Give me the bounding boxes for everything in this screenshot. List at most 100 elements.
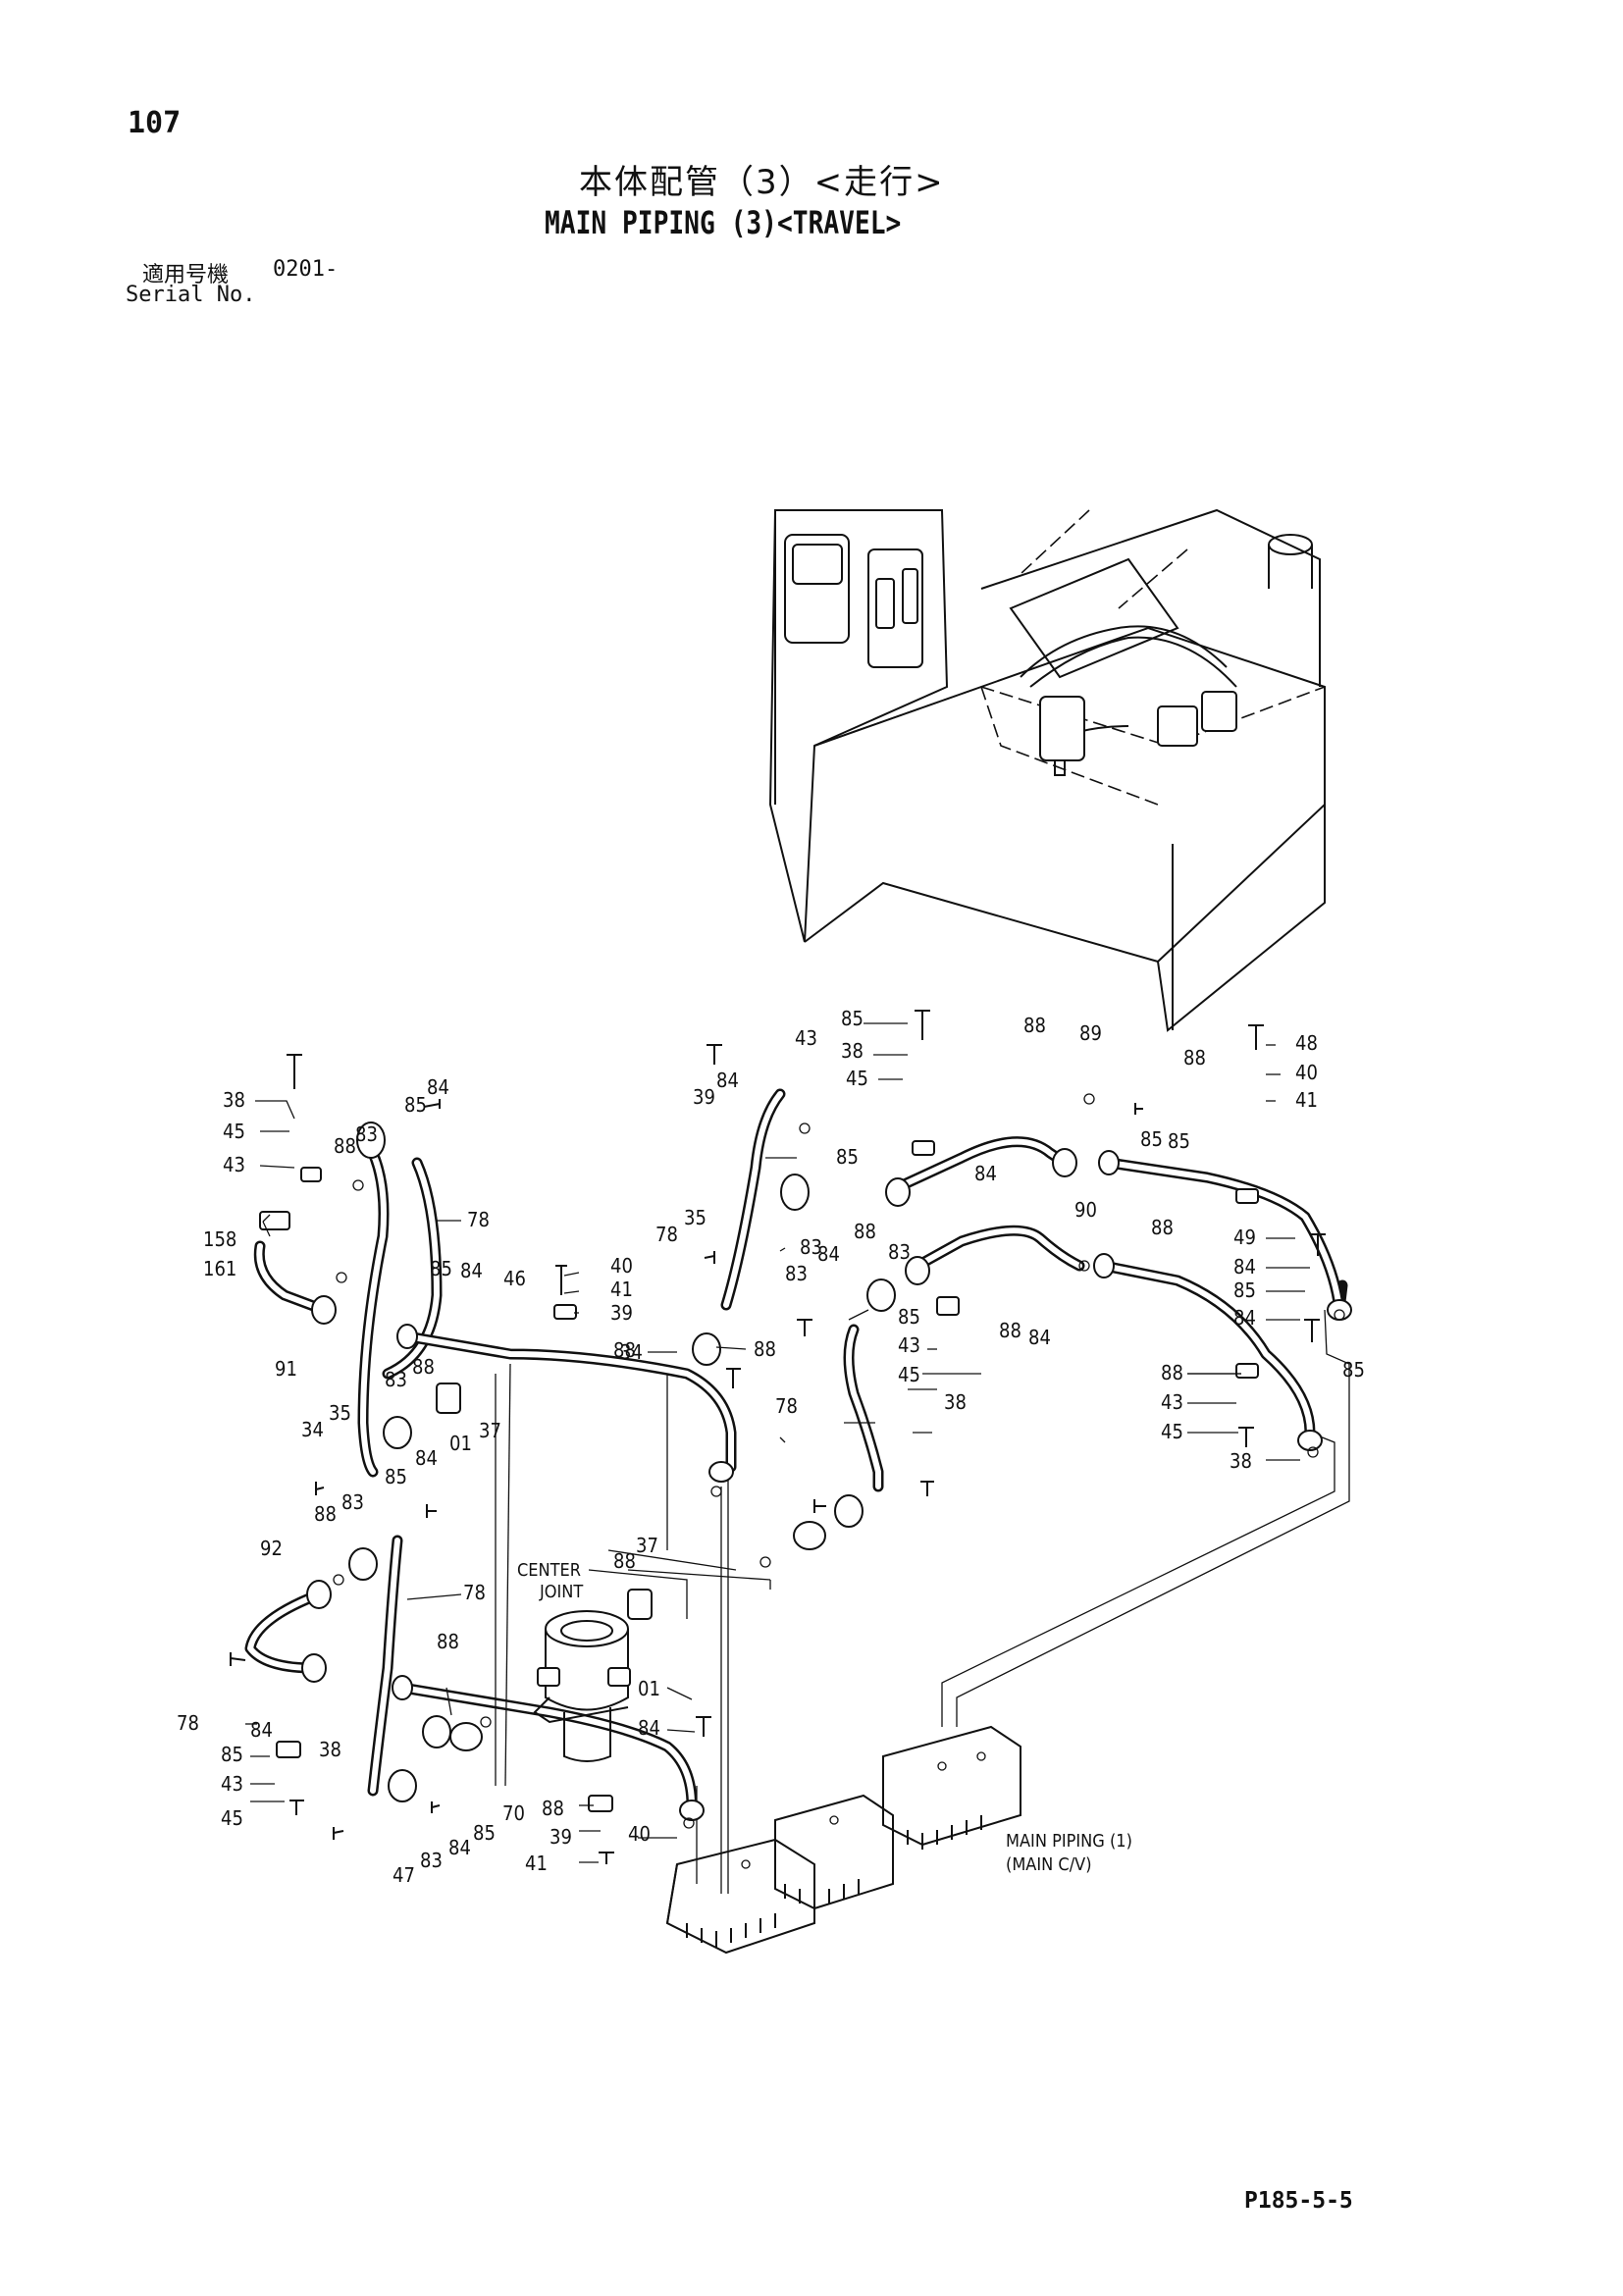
- callout-88: 90: [1074, 1198, 1097, 1222]
- callout-01: 01: [449, 1432, 472, 1455]
- callout-48: 88: [1183, 1046, 1206, 1070]
- callout-43: 85: [898, 1305, 920, 1329]
- callout-84: 88: [999, 1319, 1021, 1342]
- callout-39: 39: [610, 1301, 633, 1325]
- callout-84: 84: [415, 1446, 438, 1470]
- callout-43: 43: [223, 1153, 245, 1176]
- callout-83: 83: [385, 1368, 407, 1391]
- serial-label-english: Serial No.: [126, 283, 256, 307]
- main-piping-ref-line-1: MAIN PIPING (1): [1006, 1831, 1132, 1852]
- callout-46: 46: [503, 1267, 526, 1290]
- callout-84: 84: [427, 1075, 449, 1099]
- callout-85: 84: [1233, 1306, 1256, 1330]
- callout-01: 37: [636, 1534, 658, 1557]
- callout-41: 39: [550, 1825, 572, 1849]
- callout-84: 39: [693, 1085, 715, 1109]
- callout-85: 84: [1028, 1326, 1051, 1349]
- callout-84: 78: [177, 1711, 199, 1735]
- callout-85: 84: [250, 1718, 273, 1742]
- callout-49: 88: [1151, 1216, 1174, 1239]
- piping-lines: [244, 1088, 1350, 1894]
- callout-88: 83: [888, 1240, 911, 1264]
- callout-38: 45: [221, 1806, 243, 1830]
- callout-78: 78: [467, 1208, 490, 1231]
- callout-85: 85: [404, 1093, 427, 1117]
- machine-overview-illustration: [768, 508, 1326, 1032]
- page-title-english: MAIN PIPING (3)<TRAVEL>: [545, 204, 902, 241]
- callout-38: 38: [223, 1088, 245, 1112]
- callout-43: 88: [1161, 1361, 1183, 1384]
- page-number: 107: [128, 106, 182, 140]
- callout-83: 83: [341, 1490, 364, 1514]
- callout-88: 85: [1342, 1358, 1365, 1382]
- callout-43: 85: [221, 1743, 243, 1766]
- callout-161: 161: [203, 1257, 236, 1280]
- serial-number-value: 0201-: [273, 257, 339, 282]
- callout-158: 158: [203, 1227, 236, 1251]
- callout-39: 88: [542, 1797, 564, 1820]
- leader-lines: [245, 1022, 1310, 1863]
- center-joint-label-line-1: CENTER: [517, 1560, 581, 1581]
- callout-78: 83: [800, 1235, 822, 1259]
- callout-83: 88: [854, 1220, 876, 1243]
- callout-39: 41: [1295, 1088, 1318, 1112]
- callout-35: 78: [655, 1223, 678, 1246]
- callout-45: 43: [221, 1772, 243, 1796]
- callout-85: 85: [385, 1465, 407, 1488]
- callout-38: 45: [1161, 1420, 1183, 1443]
- callout-43: 45: [846, 1067, 868, 1090]
- callout-84: 85: [1168, 1129, 1190, 1153]
- callout-37: 88: [613, 1549, 636, 1573]
- callout-37: 37: [479, 1419, 501, 1442]
- callout-83: 47: [393, 1863, 415, 1887]
- callout-88: 43: [795, 1026, 817, 1050]
- callout-88: 38: [319, 1738, 341, 1761]
- callout-90: 84: [974, 1162, 997, 1185]
- callout-92: 92: [260, 1537, 283, 1560]
- callout-83: 83: [355, 1122, 378, 1146]
- callout-47: 88: [437, 1630, 459, 1653]
- callout-85: 84: [1233, 1255, 1256, 1278]
- callout-38: 45: [898, 1363, 920, 1386]
- callout-88: 88: [613, 1338, 636, 1362]
- callout-85: 84: [817, 1242, 840, 1266]
- callout-83: 88: [754, 1337, 776, 1361]
- callout-88: 34: [620, 1340, 643, 1364]
- callout-45: 45: [223, 1120, 245, 1143]
- callout-45: 38: [841, 1039, 864, 1063]
- callout-84: 83: [420, 1849, 443, 1872]
- callout-85: 85: [1140, 1127, 1163, 1151]
- callout-88: 89: [1079, 1021, 1102, 1045]
- callout-84: 85: [1233, 1278, 1256, 1302]
- callout-85: 84: [638, 1716, 660, 1740]
- callout-40: 41: [525, 1852, 548, 1875]
- callout-40: 40: [610, 1254, 633, 1278]
- callout-38: 85: [841, 1007, 864, 1030]
- callout-88: 40: [628, 1822, 651, 1846]
- callout-84: 01: [638, 1677, 660, 1700]
- main-piping-ref-line-2: (MAIN C/V): [1006, 1854, 1092, 1875]
- fittings: [230, 1010, 1352, 1864]
- callout-91: 91: [275, 1357, 297, 1381]
- center-joint-label-line-2: JOINT: [539, 1582, 583, 1602]
- center-joint: [533, 1610, 631, 1762]
- callout-85: 84: [448, 1836, 471, 1859]
- serial-label-japanese: 適用号機: [142, 263, 230, 287]
- callout-41: 40: [1295, 1061, 1318, 1084]
- main-control-valves: [665, 1725, 1021, 1955]
- callout-41: 41: [610, 1278, 633, 1301]
- callout-34: 34: [301, 1418, 324, 1441]
- callout-85: 84: [716, 1069, 739, 1092]
- callout-84: 49: [1233, 1226, 1256, 1249]
- callout-88: 70: [502, 1801, 525, 1825]
- callout-83: 85: [836, 1145, 859, 1169]
- callout-88: 88: [412, 1355, 435, 1379]
- callout-89: 88: [1023, 1014, 1046, 1037]
- callout-88: 88: [314, 1502, 337, 1526]
- callout-88: 88: [334, 1134, 356, 1158]
- callout-85: 78: [775, 1394, 798, 1418]
- page-title-japanese: 本体配管（3）<走行>: [579, 163, 945, 202]
- callout-40: 48: [1295, 1031, 1318, 1055]
